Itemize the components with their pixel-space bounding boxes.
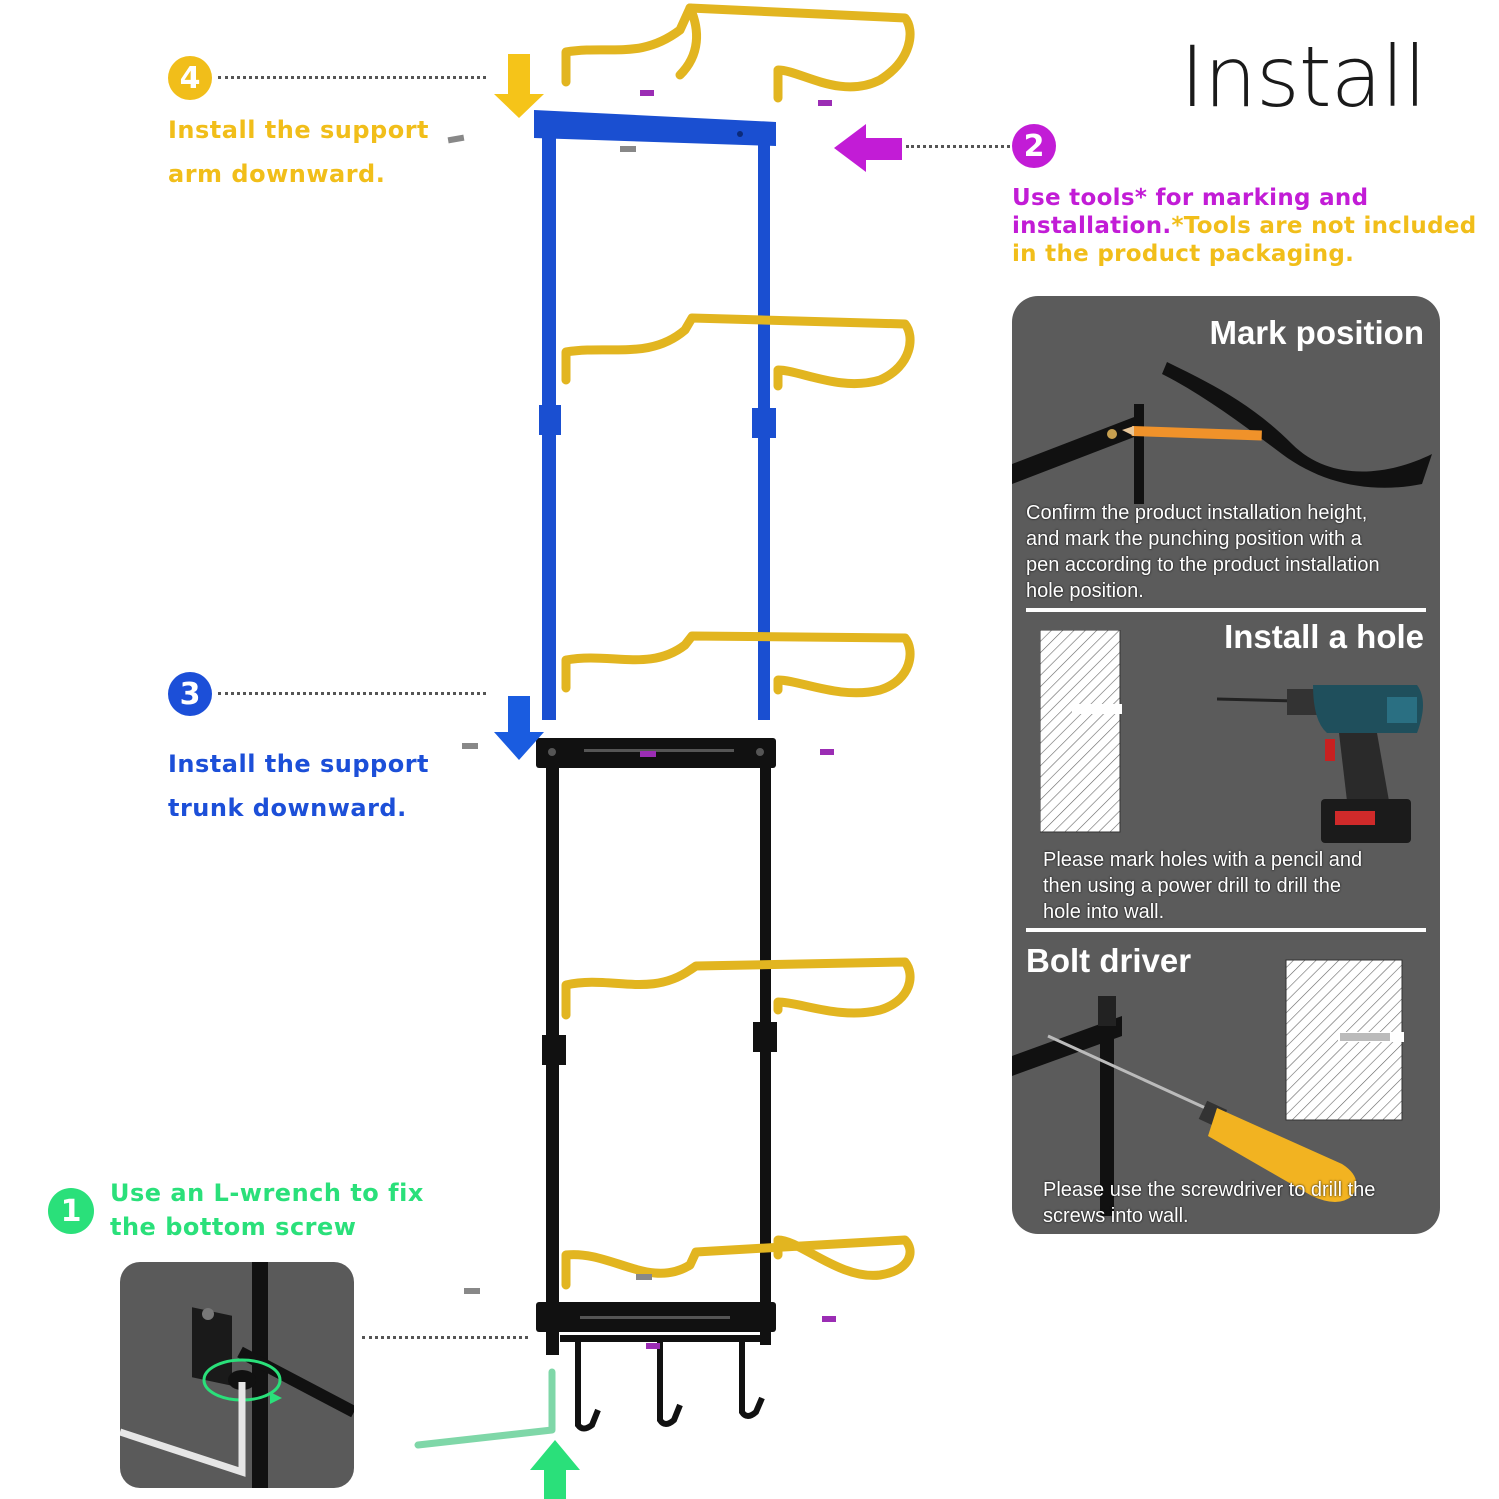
step-1-badge: 1 <box>48 1188 94 1234</box>
step-2-note: *Tools are not included <box>1171 213 1477 239</box>
step-2-line1: Use tools* for marking and <box>1012 185 1369 211</box>
step-4-line2: arm downward. <box>168 160 386 188</box>
black-support-trunk <box>536 738 777 1432</box>
wall-anchor-illustration <box>1285 959 1404 1121</box>
wall-hole-illustration <box>1040 630 1122 833</box>
step-3-line1: Install the support <box>168 750 429 778</box>
bolt-driver-text: Please use the screwdriver to drill the … <box>1043 1177 1375 1229</box>
step-4-leader <box>218 76 486 79</box>
yellow-arm-3 <box>561 631 915 698</box>
mark-line4: hole position. <box>1026 580 1144 602</box>
install-hole-heading: Install a hole <box>1224 618 1424 655</box>
step-4-badge: 4 <box>168 56 212 100</box>
arrow-step3-down <box>494 696 544 760</box>
top-screws <box>447 90 832 152</box>
step-1-line2: the bottom screw <box>110 1213 357 1241</box>
mark-position-text: Confirm the product installation height,… <box>1026 500 1380 604</box>
mark-position-illustration <box>1012 362 1432 504</box>
yellow-arm-5 <box>561 1235 915 1290</box>
blue-support-arm <box>534 110 776 720</box>
bolt-line2: screws into wall. <box>1043 1205 1189 1227</box>
step-1-text: Use an L-wrench to fix the bottom screw <box>110 1176 424 1244</box>
hole-line1: Please mark holes with a pencil and <box>1043 849 1363 871</box>
panel-separator-1 <box>1026 608 1426 612</box>
yellow-arm-4 <box>561 957 915 1020</box>
mark-line3: pen according to the product installatio… <box>1026 554 1380 576</box>
step-2-badge: 2 <box>1012 124 1056 168</box>
power-drill-icon <box>1217 685 1423 843</box>
step-1-line1: Use an L-wrench to fix <box>110 1179 424 1207</box>
mark-line2: and mark the punching position with a <box>1026 528 1362 550</box>
instruction-panel: Mark position Confirm the product instal… <box>1012 296 1440 1234</box>
l-wrench <box>414 1368 556 1449</box>
frame-screws <box>462 743 836 1349</box>
bolt-line1: Please use the screwdriver to drill the <box>1043 1179 1376 1201</box>
screwdriver-illustration <box>1012 996 1357 1216</box>
yellow-arm-2 <box>561 313 915 391</box>
bolt-driver-heading: Bolt driver <box>1026 942 1192 979</box>
step-2-line3: in the product packaging. <box>1012 241 1355 267</box>
install-hole-text: Please mark holes with a pencil and then… <box>1043 847 1362 925</box>
hole-line2: then using a power drill to drill the <box>1043 875 1341 897</box>
arrow-step1-up <box>530 1440 580 1499</box>
step-3-line2: trunk downward. <box>168 794 407 822</box>
step-2-line2: installation. <box>1012 213 1172 239</box>
top-yellow-arm <box>561 3 915 103</box>
step-3-badge: 3 <box>168 672 212 716</box>
arrow-step2-left <box>834 124 902 172</box>
wrench-detail-inset <box>120 1262 354 1488</box>
step-4-line1: Install the support <box>168 116 429 144</box>
step-4-text: Install the support arm downward. <box>168 108 429 196</box>
panel-separator-2 <box>1026 928 1426 932</box>
page-title: Install <box>1180 28 1427 126</box>
mark-line1: Confirm the product installation height, <box>1026 502 1368 524</box>
step-2-text: Use tools* for marking and installation.… <box>1012 184 1477 268</box>
step-2-leader <box>906 145 1010 148</box>
step-1-leader <box>362 1336 528 1339</box>
arrow-step4-down <box>494 54 544 118</box>
mark-position-heading: Mark position <box>1209 314 1424 351</box>
step-3-leader <box>218 692 486 695</box>
step-3-text: Install the support trunk downward. <box>168 742 429 830</box>
hole-line3: hole into wall. <box>1043 901 1165 923</box>
wrench-detail-illustration <box>120 1262 354 1488</box>
